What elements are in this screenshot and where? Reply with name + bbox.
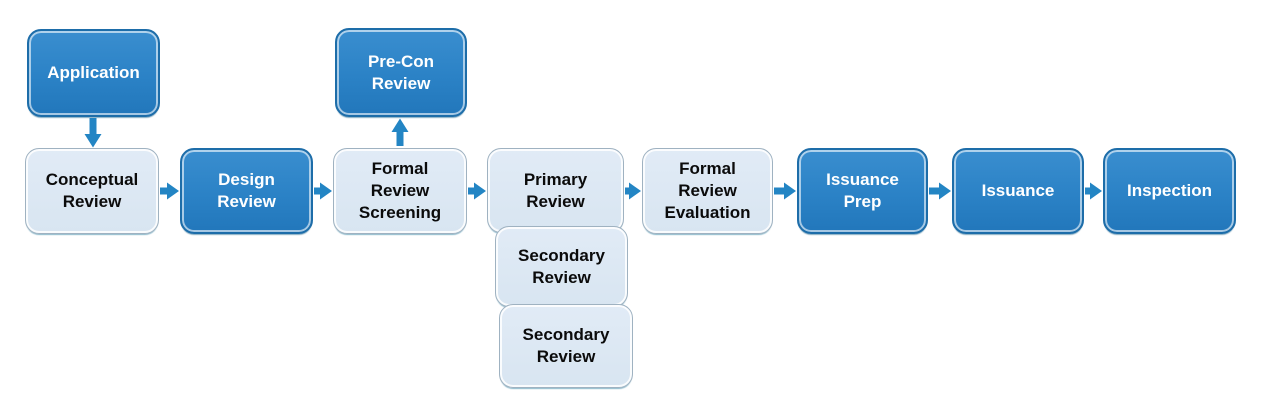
arrow-right-issuanceprep-to-issuance-icon — [929, 182, 951, 200]
arrow-right-evaluation-to-issuanceprep-icon — [774, 182, 796, 200]
node-primary-review: Primary Review — [487, 148, 624, 233]
arrow-up-screening-to-precon-icon — [391, 118, 409, 146]
node-inspection: Inspection — [1103, 148, 1236, 234]
node-formal-review-evaluation: Formal Review Evaluation — [642, 148, 773, 234]
node-conceptual-review: Conceptual Review — [25, 148, 159, 234]
arrow-right-design-to-screening-icon — [314, 182, 332, 200]
node-formal-review-screening: Formal Review Screening — [333, 148, 467, 234]
node-secondary-review-1: Secondary Review — [495, 226, 628, 307]
node-design-review: Design Review — [180, 148, 313, 234]
node-application: Application — [27, 29, 160, 117]
node-pre-con-review: Pre-Con Review — [335, 28, 467, 117]
arrow-right-conceptual-to-design-icon — [160, 182, 179, 200]
arrow-right-screening-to-primary-icon — [468, 182, 486, 200]
node-issuance: Issuance — [952, 148, 1084, 234]
arrow-right-issuance-to-inspection-icon — [1085, 182, 1102, 200]
node-secondary-review-2: Secondary Review — [499, 304, 633, 388]
arrow-right-primary-to-evaluation-icon — [625, 182, 641, 200]
arrow-down-application-to-conceptual-icon — [84, 118, 102, 148]
node-issuance-prep: Issuance Prep — [797, 148, 928, 234]
